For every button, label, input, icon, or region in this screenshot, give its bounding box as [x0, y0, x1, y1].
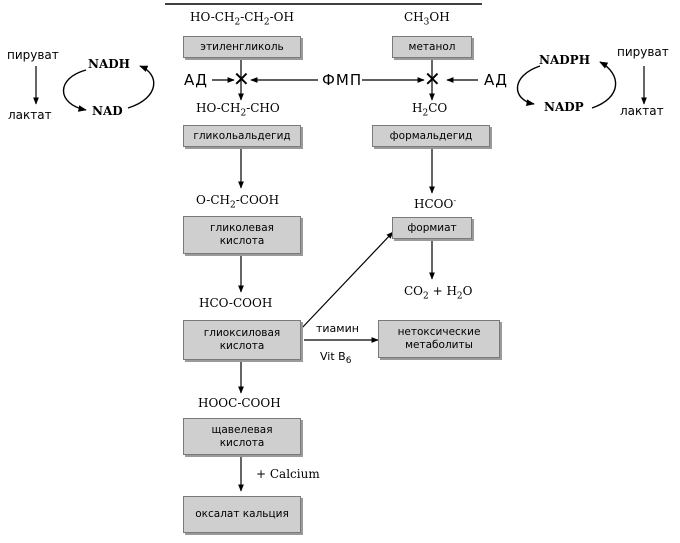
formula-methanol: CH3OH — [404, 10, 450, 28]
box-formate: формиат — [392, 217, 472, 239]
formula-co2-h2o: CO2 + H2O — [404, 284, 473, 302]
label-lactate-right: лактат — [620, 104, 664, 118]
box-calcium-oxalate: оксалат кальция — [183, 496, 301, 533]
inhibit-right-icon: ✕ — [424, 67, 441, 91]
cycle-right-inner — [591, 61, 617, 109]
label-pyruvate-right: пируват — [617, 45, 669, 59]
label-nadph: NADPH — [539, 53, 591, 67]
cycle-left-outer — [62, 69, 87, 112]
label-lactate-left: лактат — [8, 108, 52, 122]
box-formaldehyde: формальдегид — [372, 125, 490, 147]
box-glycolaldehyde: гликольальдегид — [183, 125, 301, 147]
cycle-left-inner — [127, 65, 155, 109]
formula-oxalic: HOOC-COOH — [198, 396, 281, 410]
formula-formate: HCOO- — [414, 196, 457, 211]
label-ad-right: АД — [484, 71, 508, 89]
arrow-glx-to-formate — [299, 231, 394, 331]
inhibit-left-icon: ✕ — [233, 67, 250, 91]
formula-glycolaldehyde: HO-CH2-CHO — [196, 101, 280, 119]
label-ad-left: АД — [184, 71, 208, 89]
cycle-right-outer — [516, 65, 541, 106]
label-pyruvate-left: пируват — [7, 48, 59, 62]
label-thiamine: тиамин — [316, 322, 359, 335]
label-vit-b6: Vit B6 — [320, 350, 352, 367]
label-calcium: + Calcium — [256, 467, 320, 481]
label-nadp: NADP — [544, 100, 584, 114]
formula-ethylene-glycol: HO-CH2-CH2-OH — [190, 10, 294, 28]
formula-glyoxylic: HCO-COOH — [199, 296, 273, 310]
formula-formaldehyde: H2CO — [412, 101, 448, 119]
label-nad: NAD — [92, 104, 123, 118]
box-methanol: метанол — [392, 36, 472, 58]
box-ethylene-glycol: этиленгликоль — [183, 36, 301, 58]
label-fmp: ФМП — [322, 71, 363, 89]
label-nadh: NADH — [88, 57, 131, 71]
formula-glycolic: O-CH2-COOH — [196, 193, 280, 211]
